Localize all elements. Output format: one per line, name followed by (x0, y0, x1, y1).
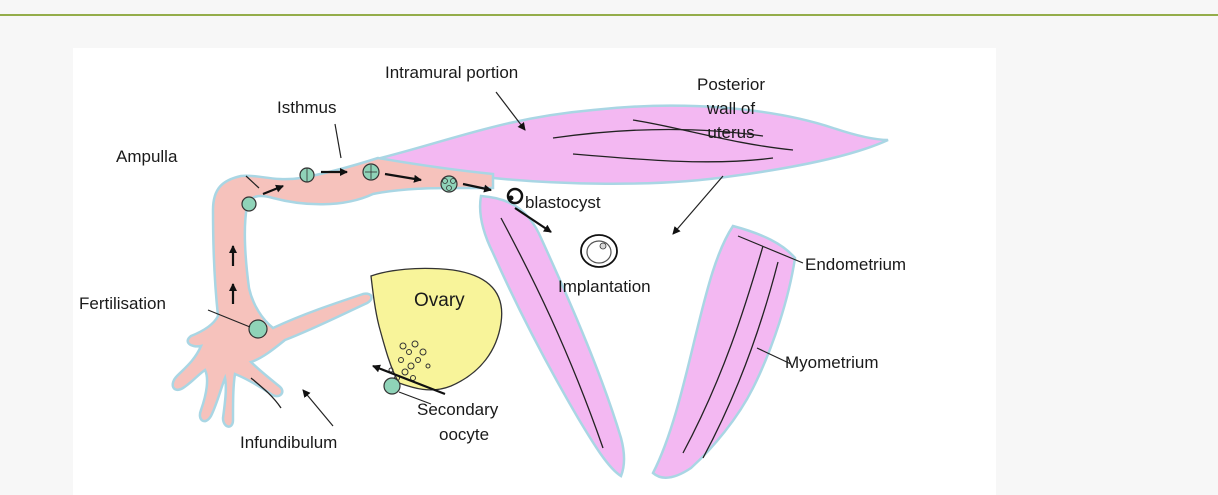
fertilised-egg (249, 320, 267, 338)
label-posterior-wall-line-2: wall of (706, 99, 755, 118)
implanted-embryo (581, 235, 617, 267)
uterus-right-wall (653, 226, 795, 478)
label-secondary-oocyte-line-1: Secondary (417, 400, 499, 419)
secondary-oocyte-cell (384, 378, 400, 394)
label-posterior-wall-line-3: uterus (707, 123, 754, 142)
blastocyst-cell (508, 189, 522, 203)
morula (441, 176, 457, 192)
label-infundibulum: Infundibulum (240, 433, 337, 452)
fallopian-tube-diagram: Intramural portion Isthmus Ampulla Poste… (73, 48, 996, 495)
label-ovary: Ovary (414, 290, 465, 311)
zygote-ampulla (242, 197, 256, 211)
label-blastocyst: blastocyst (525, 193, 601, 212)
slide-top-bar (0, 0, 1218, 16)
label-endometrium: Endometrium (805, 255, 906, 274)
diagram-figure: Intramural portion Isthmus Ampulla Poste… (73, 48, 996, 495)
label-ampulla: Ampulla (116, 147, 178, 166)
label-implantation: Implantation (558, 277, 651, 296)
label-secondary-oocyte-line-2: oocyte (439, 425, 489, 444)
label-posterior-wall-line-1: Posterior (697, 75, 765, 94)
label-fertilisation: Fertilisation (79, 294, 166, 313)
label-intramural-portion: Intramural portion (385, 63, 518, 82)
label-myometrium: Myometrium (785, 353, 879, 372)
label-isthmus: Isthmus (277, 98, 337, 117)
